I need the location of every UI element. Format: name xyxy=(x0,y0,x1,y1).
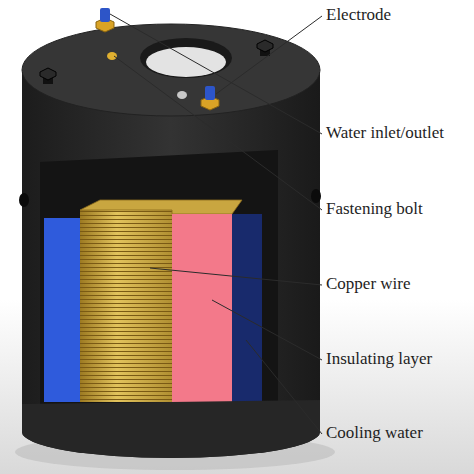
leader-line xyxy=(246,340,322,434)
leader-line xyxy=(114,56,322,210)
coil-top xyxy=(80,200,242,214)
insulating-layer xyxy=(172,214,232,402)
base xyxy=(22,400,320,458)
part-label: Electrode xyxy=(326,5,391,25)
cutaway xyxy=(40,150,278,412)
part-label: Insulating layer xyxy=(326,349,432,369)
leader-line xyxy=(110,14,322,134)
copper-coil xyxy=(80,210,172,402)
electrode-fitting xyxy=(201,86,219,110)
side-hole xyxy=(311,189,321,203)
part-label: Copper wire xyxy=(326,274,411,294)
leader-line xyxy=(150,268,322,285)
fastening-bolt xyxy=(40,68,56,84)
side-hole xyxy=(19,193,29,207)
part-label: Cooling water xyxy=(326,423,423,443)
leader-line xyxy=(216,16,322,94)
cooling-water-right xyxy=(232,214,262,402)
cooling-water-left xyxy=(44,218,80,402)
water-fitting xyxy=(107,52,117,60)
coil-windings xyxy=(80,210,172,402)
part-label: Fastening bolt xyxy=(326,199,423,219)
leader-line xyxy=(212,300,322,360)
water-fitting xyxy=(177,91,187,99)
centre-hole xyxy=(140,38,232,78)
part-label: Water inlet/outlet xyxy=(326,123,444,143)
housing-top xyxy=(22,24,320,116)
electrode-fitting xyxy=(96,8,114,32)
housing-body xyxy=(22,72,320,458)
leader-lines xyxy=(110,14,322,434)
